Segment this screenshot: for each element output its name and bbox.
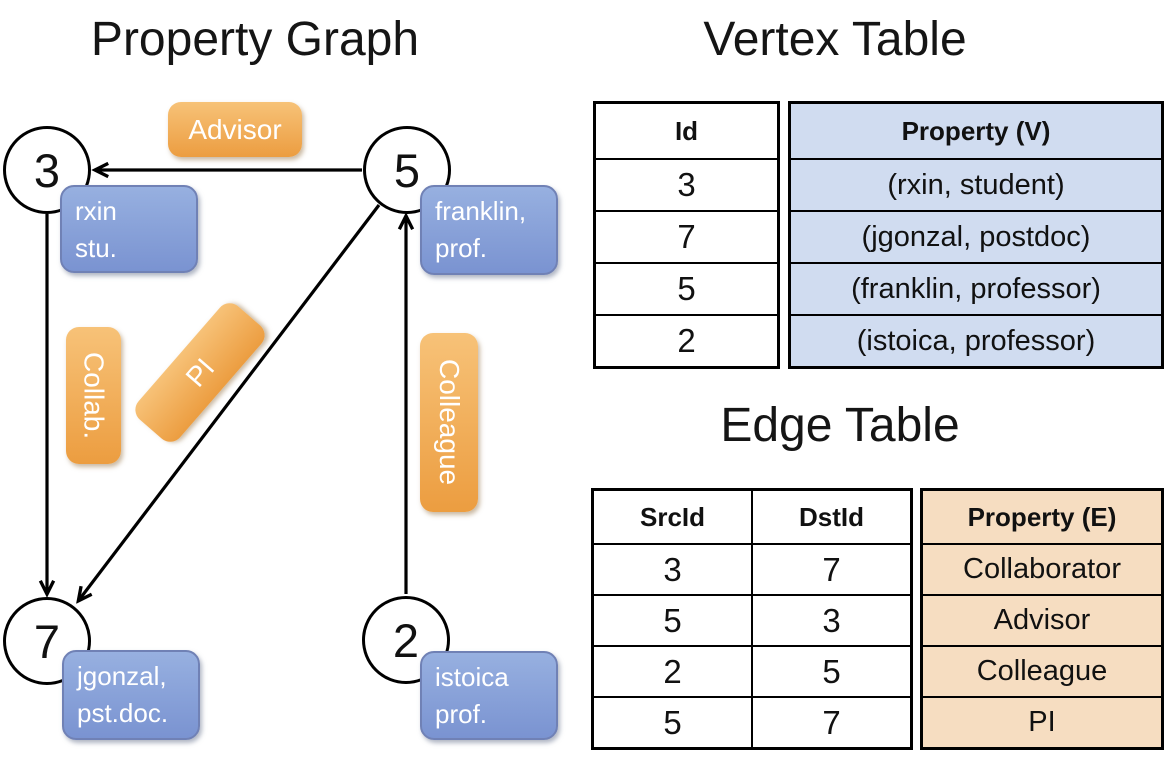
edge-label-text: Colleague	[434, 359, 465, 486]
graph-edges	[0, 0, 585, 760]
edge-property-cell: Collaborator	[963, 553, 1121, 585]
table-row: 3	[596, 158, 777, 210]
edge-table-id-columns: SrcId DstId 3 7 5 3 2 5 5 7	[591, 488, 913, 750]
edge-table-header-property: Property (E)	[967, 501, 1117, 532]
table-row: PI	[923, 696, 1161, 747]
edge-property-cell: PI	[1028, 706, 1056, 738]
vertex-property-box-5: franklin, prof.	[420, 185, 558, 275]
edge-label-text: Collab.	[78, 351, 110, 440]
vertex-id-cell: 7	[677, 218, 696, 255]
vertex-property-line: franklin,	[435, 196, 527, 226]
vertex-id-cell: 5	[677, 270, 696, 307]
vertex-table-title: Vertex Table	[703, 13, 967, 66]
edge-dst-cell: 3	[751, 596, 910, 645]
edge-table-property-column: Property (E) Collaborator Advisor Collea…	[920, 488, 1164, 750]
node-id-label: 3	[33, 143, 61, 197]
edge-dst-cell: 7	[751, 545, 910, 594]
table-row: Advisor	[923, 594, 1161, 645]
edge-label-text: PI	[179, 352, 221, 393]
table-row: 2	[596, 314, 777, 366]
table-row: Colleague	[923, 645, 1161, 696]
table-row: (rxin, student)	[791, 158, 1161, 210]
vertex-property-line: prof.	[435, 233, 488, 263]
table-header-row: Property (E)	[923, 491, 1161, 543]
table-row: 5 3	[594, 594, 910, 645]
vertex-table-id-column: Id 3 7 5 2	[593, 101, 780, 369]
edge-label-text: Advisor	[188, 113, 282, 145]
node-id-label: 2	[392, 613, 420, 667]
vertex-id-cell: 3	[677, 166, 696, 203]
table-row: (jgonzal, postdoc)	[791, 210, 1161, 262]
table-row: 5 7	[594, 696, 910, 747]
vertex-table-header-property: Property (V)	[901, 115, 1051, 146]
table-header-row: Id	[596, 104, 777, 158]
vertex-property-cell: (istoica, professor)	[856, 324, 1096, 357]
table-header-row: Property (V)	[791, 104, 1161, 158]
node-id-label: 5	[393, 143, 421, 197]
edge-src-cell: 5	[663, 703, 682, 741]
vertex-property-line: rxin	[75, 196, 117, 226]
vertex-property-line: istoica	[435, 662, 509, 692]
edge-property-cell: Advisor	[993, 604, 1091, 636]
node-id-label: 7	[33, 614, 61, 668]
edge-table-title: Edge Table	[720, 399, 960, 452]
property-graph-title: Property Graph	[90, 13, 420, 66]
table-row: (istoica, professor)	[791, 314, 1161, 366]
table-row: 7	[596, 210, 777, 262]
edge-label-advisor: Advisor	[168, 102, 302, 157]
edge-label-colleague: Colleague	[420, 333, 478, 512]
edge-src-cell: 5	[663, 601, 682, 639]
vertex-property-box-2: istoica prof.	[420, 651, 558, 740]
table-row: 5	[596, 262, 777, 314]
edge-src-cell: 2	[663, 652, 682, 690]
vertex-property-cell: (rxin, student)	[887, 168, 1065, 201]
edge-src-cell: 3	[663, 550, 682, 588]
table-row: 3 7	[594, 543, 910, 594]
vertex-property-box-7: jgonzal, pst.doc.	[62, 650, 200, 740]
vertex-property-line: jgonzal,	[77, 661, 167, 691]
vertex-property-cell: (franklin, professor)	[851, 272, 1101, 305]
vertex-property-line: pst.doc.	[77, 698, 169, 728]
edge-table-header-dstid: DstId	[751, 491, 910, 543]
vertex-property-cell: (jgonzal, postdoc)	[861, 220, 1091, 253]
edge-table: SrcId DstId 3 7 5 3 2 5 5 7 Property (E)	[591, 488, 1164, 750]
edge-line-5-7	[79, 204, 381, 600]
vertex-table-header-id: Id	[674, 115, 699, 146]
edge-dst-cell: 7	[751, 698, 910, 747]
edge-property-cell: Colleague	[976, 655, 1108, 687]
vertex-property-line: prof.	[435, 699, 488, 729]
edge-table-header-srcid: SrcId	[639, 501, 706, 532]
vertex-table: Id 3 7 5 2 Property (V) (rxin, student) …	[593, 101, 1164, 369]
table-row: (franklin, professor)	[791, 262, 1161, 314]
edge-label-collab: Collab.	[66, 327, 121, 464]
table-row: Collaborator	[923, 543, 1161, 594]
vertex-table-property-column: Property (V) (rxin, student) (jgonzal, p…	[788, 101, 1164, 369]
vertex-property-line: stu.	[75, 233, 117, 263]
table-row: 2 5	[594, 645, 910, 696]
graph-node-5: 5	[363, 126, 451, 214]
vertex-id-cell: 2	[677, 322, 696, 359]
edge-dst-cell: 5	[751, 647, 910, 696]
table-header-row: SrcId DstId	[594, 491, 910, 543]
graph-node-2: 2	[362, 596, 450, 684]
vertex-property-box-3: rxin stu.	[60, 185, 198, 273]
